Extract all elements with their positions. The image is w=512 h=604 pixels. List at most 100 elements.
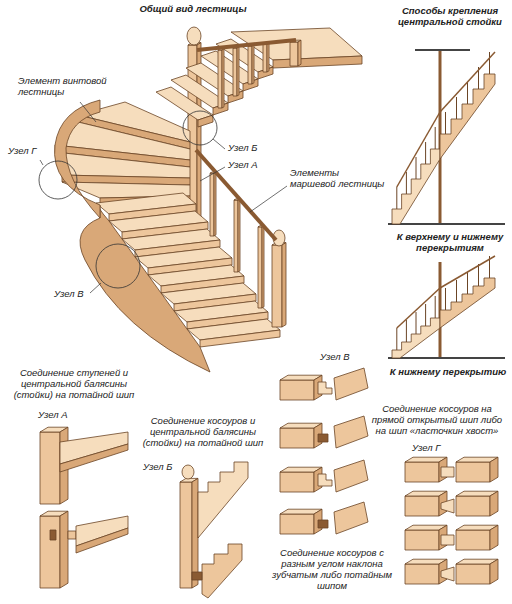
joint-caption: Соединение косоуров и центральной баляси…	[142, 416, 264, 449]
scheme	[388, 256, 505, 358]
stringer-block	[280, 514, 314, 534]
joint-label: Узел Б	[228, 143, 272, 154]
stringer-block	[280, 472, 314, 492]
baluster	[396, 328, 397, 350]
tenon	[192, 572, 202, 580]
handrail	[197, 40, 296, 50]
hidden-tenon	[318, 434, 328, 442]
baluster	[258, 227, 262, 308]
top-post	[298, 40, 301, 66]
handrail	[397, 288, 440, 328]
baluster	[238, 199, 240, 272]
baluster	[467, 272, 468, 294]
dovetail-tenon	[441, 567, 454, 581]
stringer-block	[490, 491, 498, 516]
floor	[388, 357, 505, 359]
baluster	[396, 187, 397, 209]
part-label: Элемент винтовой лестницы	[18, 76, 118, 98]
baluster	[252, 45, 254, 84]
bottom-newel-post	[272, 245, 282, 327]
stringer-block	[280, 428, 314, 448]
post-fixing-schemes	[388, 50, 505, 358]
baluster	[262, 226, 264, 308]
post-block	[192, 478, 198, 588]
stair-flight	[440, 74, 495, 159]
view-title: Общий вид лестницы	[118, 4, 268, 15]
joint-label: Узел Б	[143, 462, 179, 473]
ceiling	[415, 49, 470, 51]
baluster	[416, 157, 417, 179]
hidden-tenon	[318, 520, 328, 528]
floor	[388, 223, 505, 225]
joint-caption: Соединение ступеней и центральной баляси…	[4, 368, 144, 401]
baluster	[218, 50, 222, 108]
leader-line	[200, 167, 225, 181]
open-tenon	[441, 467, 454, 477]
tooth-joint	[318, 474, 332, 486]
outer-stringer	[80, 205, 210, 372]
joint-label: Узел А	[38, 410, 82, 421]
stringer	[202, 544, 242, 598]
stringer-block	[456, 462, 490, 482]
scheme	[388, 50, 505, 224]
baluster	[445, 288, 446, 310]
baluster	[425, 304, 426, 326]
post-block	[40, 432, 60, 504]
stringer-block	[334, 416, 368, 448]
joint-label: Узел Г	[412, 443, 456, 454]
upper-riser	[198, 115, 213, 127]
post-block	[180, 482, 192, 588]
top-post	[290, 42, 298, 66]
leader-line	[213, 139, 225, 149]
stringer-block	[456, 564, 490, 584]
tread-edge	[76, 528, 128, 553]
handrail	[196, 150, 276, 240]
baluster	[406, 172, 407, 194]
mortise	[50, 530, 56, 540]
stringer-block	[334, 368, 368, 400]
joint-caption: Соединение косоуров с разным углом накло…	[270, 548, 394, 592]
tread-edge	[60, 444, 128, 472]
post-block	[60, 511, 68, 588]
tooth-joint	[318, 382, 332, 394]
joint-caption: Соединение косоуров на прямой открытый ш…	[366, 404, 508, 437]
leader-line	[40, 160, 43, 165]
joint-label: Узел А	[228, 160, 272, 171]
handrail	[440, 52, 495, 112]
joint-label: Узел В	[320, 352, 364, 363]
baluster	[435, 296, 436, 318]
leader-lines	[40, 102, 287, 293]
stringer-block	[456, 496, 490, 516]
baluster	[425, 142, 426, 164]
bottom-newel-post	[282, 243, 286, 327]
stringer-block	[334, 502, 368, 534]
stringer-block	[456, 530, 490, 550]
scheme-caption: К нижнему перекрытию	[388, 367, 508, 378]
post-block	[40, 516, 60, 588]
baluster	[478, 264, 479, 286]
joint-details	[40, 368, 498, 598]
baluster	[248, 46, 252, 84]
joint-label: Узел Г	[8, 146, 52, 157]
winder-stringer	[55, 100, 100, 218]
leader-line	[90, 283, 101, 293]
tenon	[68, 531, 76, 539]
flight-riser	[200, 330, 280, 347]
stringer-block	[405, 462, 439, 482]
baluster	[467, 82, 468, 104]
post-finial	[187, 27, 201, 45]
baluster	[222, 49, 224, 108]
winder-tread	[55, 152, 190, 178]
baluster	[214, 172, 216, 236]
baluster	[489, 52, 490, 74]
stringer-block	[405, 496, 439, 516]
section-title: Способы крепления центральной стойки	[392, 6, 508, 28]
baluster	[263, 44, 267, 72]
stringer-block	[490, 559, 498, 584]
landing-edge	[273, 56, 362, 68]
baluster	[210, 173, 214, 236]
baluster	[233, 48, 237, 96]
open-tenon	[441, 535, 454, 545]
